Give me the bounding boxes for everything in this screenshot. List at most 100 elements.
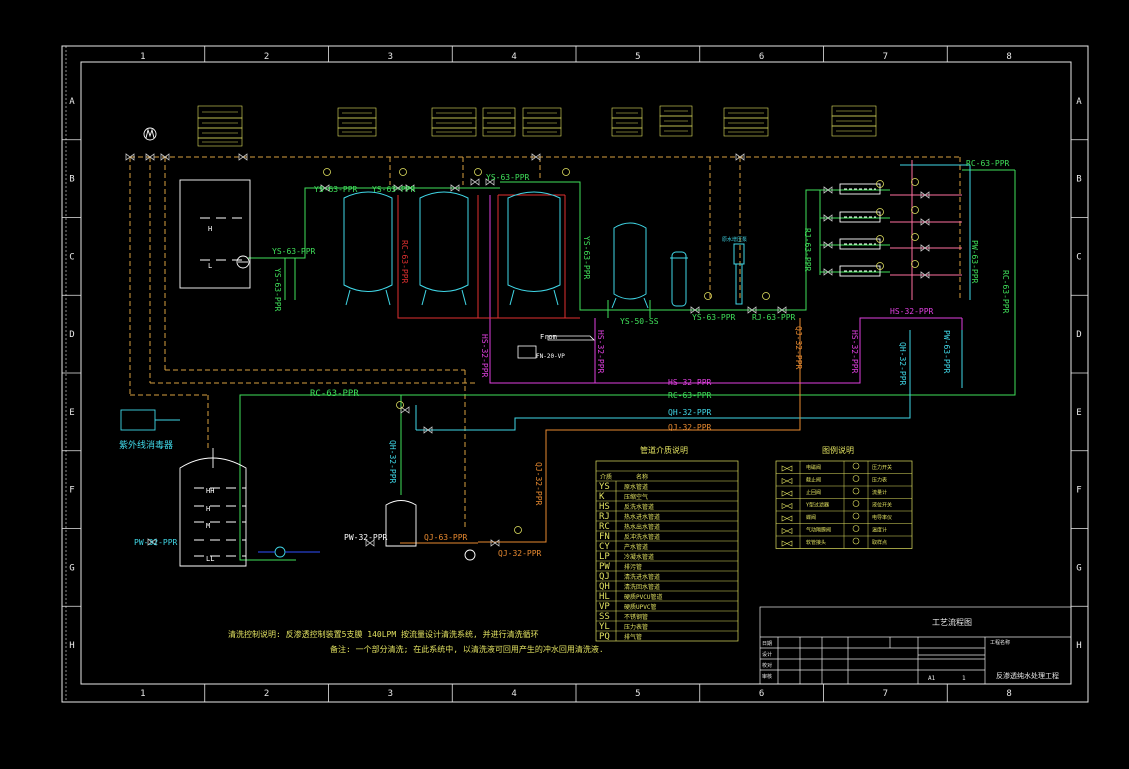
raw-tank-high-label: H (208, 225, 212, 233)
backwash-lines (489, 195, 963, 384)
grid-row-label: E (69, 408, 74, 418)
grid-row-label: F (69, 486, 74, 496)
grid-row-label: D (69, 330, 74, 340)
vlabel-qj32-2: QJ-32-PPR (534, 462, 543, 506)
vlabel-hs32-2: HS-32-PPR (596, 330, 605, 374)
pipe-legend-code: YS (599, 482, 610, 492)
title-block (759, 606, 1072, 685)
pipe-legend-name: 排污管 (624, 563, 642, 571)
vlabel-ys63-1: YS-63-PPR (273, 268, 282, 312)
label-rc63-b: RC-63-PPR (668, 391, 712, 400)
grid-row-label: C (1076, 252, 1081, 262)
label-ys63-c: YS-63-PPR (372, 185, 416, 194)
grid-col-label: 5 (635, 52, 640, 62)
cleaning-tank-m-label: M (206, 522, 210, 530)
symbol-legend-label-a: 止回阀 (806, 489, 821, 496)
grid-col-label: 7 (883, 689, 888, 699)
pipe-legend-header-code: 介质 (600, 473, 612, 481)
title-project-label: 工程名称 (990, 639, 1010, 646)
uv-sterilizer (120, 409, 180, 431)
pipe-legend-title: 管道介质说明 (640, 445, 688, 455)
red-lines (397, 194, 580, 319)
grid-row-label: H (1076, 641, 1081, 651)
equipment-tag-scribbles (202, 110, 872, 143)
vlabel-rc63-2: RC-63-PPR (1001, 270, 1010, 314)
symbol-legend-label-b: 电导率仪 (872, 514, 892, 521)
pipe-legend-code: SS (599, 612, 610, 622)
raw-water-tank (179, 179, 251, 289)
pipe-legend-code: RJ (599, 512, 610, 522)
vlabel-qh32-1: QH-32-PPR (898, 342, 907, 386)
grid-col-label: 8 (1006, 52, 1011, 62)
softener-tank (611, 222, 649, 309)
pipe-legend-name: 压缩空气 (624, 493, 648, 501)
ro-outlet-lines (890, 160, 962, 300)
label-rc63-top: RC-63-PPR (966, 159, 1010, 168)
grid-row-label: D (1076, 330, 1081, 340)
pipe-legend-name: 不锈钢管 (624, 613, 648, 621)
grid-row-label: C (69, 252, 74, 262)
pipe-legend-code: QJ (599, 572, 610, 582)
cleaning-pump (258, 546, 320, 558)
pipe-legend-name: 热水进水管道 (624, 513, 660, 521)
grid-row-label: H (69, 641, 74, 651)
label-pw32-b: PW-32-PPR (134, 538, 178, 547)
security-filter (670, 251, 688, 307)
label-qj32-b: QJ-32-PPR (498, 549, 542, 558)
grid-row-label: A (69, 97, 75, 107)
raw-pump-label: 原水增压泵 (722, 236, 747, 243)
label-ys63-e: YS-63-PPR (692, 313, 736, 322)
pipe-legend-code: VP (599, 602, 610, 612)
grid-col-label: 6 (759, 52, 764, 62)
label-hs32-main: HS-32-PPR (668, 378, 712, 387)
grid-ticks (62, 46, 1088, 702)
label-from: From (540, 333, 557, 341)
vlabel-rc63-1: RC-63-PPR (400, 240, 409, 284)
pipe-legend-name: 硬质PVCU管道 (624, 593, 662, 601)
pipe-legend-code: HS (599, 502, 610, 512)
pipe-legend-name: 热水出水管道 (624, 523, 660, 531)
pipe-legend-code: QH (599, 582, 610, 592)
pipe-legend-code: PW (599, 562, 610, 572)
grid-col-label: 4 (511, 52, 516, 62)
label-qj63: QJ-63-PPR (424, 533, 468, 542)
label-pw32-a: PW-32-PPR (344, 533, 388, 542)
label-ys63-a: YS-63-PPR (272, 247, 316, 256)
grid-col-label: 7 (883, 52, 888, 62)
grid-col-label: 2 (264, 52, 269, 62)
title-scale: A1 (928, 675, 936, 682)
note-line-1: 清洗控制说明: 反渗透控制装置5支膜 140LPM 按流量设计清洗系统, 并进行… (228, 629, 539, 639)
title-design-label: 设计 (762, 651, 772, 658)
cleaning-tank-hh-label: HH (206, 487, 214, 495)
pipe-legend-code: K (599, 492, 605, 502)
grid-col-label: 1 (140, 689, 145, 699)
pipe-legend-code: LP (599, 552, 610, 562)
title-approve-label: 审核 (762, 673, 772, 680)
pipe-legend-code: PQ (599, 632, 610, 642)
drawing-frame (61, 45, 1089, 703)
pipe-legend-code: RC (599, 522, 610, 532)
grid-row-label: A (1076, 97, 1082, 107)
pressure-gauges (323, 168, 919, 534)
symbol-legend-label-b: 取样点 (872, 539, 887, 546)
pipe-legend-name: 原水管道 (624, 483, 648, 491)
grid-col-label: 6 (759, 689, 764, 699)
vertical-pipe-labels: YS-63-PPR RC-63-PPR YS-63-PPR RJ-63-PPR … (273, 228, 1010, 506)
high-pressure-pump (733, 243, 745, 305)
grid-col-label: 1 (140, 52, 145, 62)
pipe-legend-code: CY (599, 542, 610, 552)
uv-sterilizer-label: 紫外线消毒器 (119, 439, 173, 451)
grid-col-label: 3 (388, 689, 393, 699)
grid-col-label: 2 (264, 689, 269, 699)
vlabel-hs32-1: HS-32-PPR (480, 334, 489, 378)
symbol-legend-label-a: Y型过滤器 (806, 502, 829, 509)
grid-row-label: B (1076, 175, 1081, 185)
pipe-legend-name: 冷凝水管道 (624, 553, 654, 561)
grid-row-label: B (69, 175, 74, 185)
symbol-legend-label-b: 流量计 (872, 489, 887, 496)
label-hs32-right: HS-32-PPR (890, 307, 934, 316)
label-ys50-ss: YS-50-SS (620, 317, 659, 326)
grid-row-label: E (1076, 408, 1081, 418)
